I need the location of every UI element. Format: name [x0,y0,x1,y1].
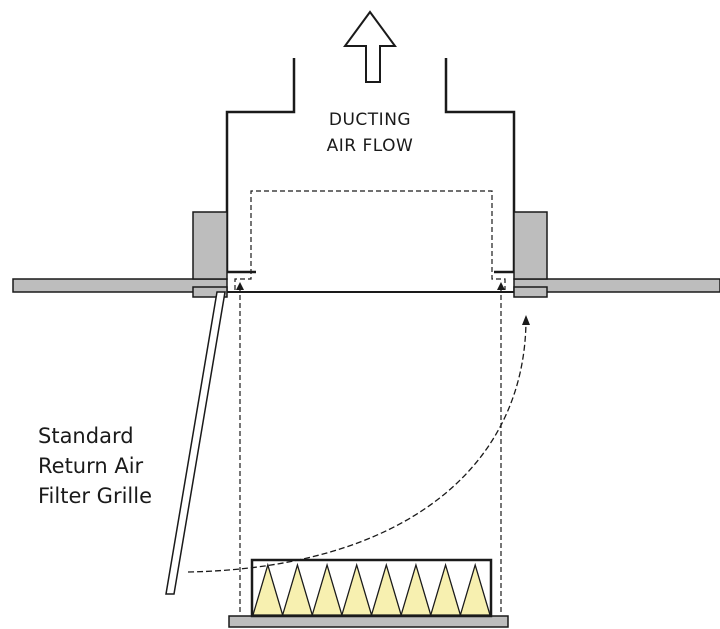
filter-pleat [311,562,343,616]
filter-pleat [252,562,284,616]
grille-label-line3: Filter Grille [38,484,152,508]
filter-pleat [370,562,402,616]
filter-tray-base [228,615,509,628]
grille-label-line1: Standard [38,424,134,448]
filter-pleat [459,562,491,616]
ceiling-board-left [12,278,228,293]
guide-arrowhead-right-icon [497,282,505,290]
ducting-outline [225,58,516,272]
guide-arrowhead-left-icon [236,282,244,290]
filter-pleat [281,562,314,616]
grille-frame-block-right [513,211,548,280]
airflow-up-arrow-icon [343,10,397,83]
grille-frame-flange-right [513,286,548,298]
filter-pleat [400,562,432,616]
filter-pleat [341,562,373,616]
filter-installed-position-dashed [234,190,506,290]
ducting-air-flow-label-line1: DUCTING [329,110,411,130]
pleated-air-filter [250,558,493,618]
grille-label-line2: Return Air [38,454,144,478]
ceiling-board-right [513,278,720,293]
grille-frame-block-left [192,211,228,280]
filter-pleats [252,562,491,616]
standard-return-air-filter-grille-panel [165,291,226,595]
filter-move-curved-path [187,319,527,573]
curved-path-arrowhead-icon [522,315,530,325]
ducting-air-flow-label-line2: AIR FLOW [327,136,414,156]
filter-pleat [429,562,462,616]
